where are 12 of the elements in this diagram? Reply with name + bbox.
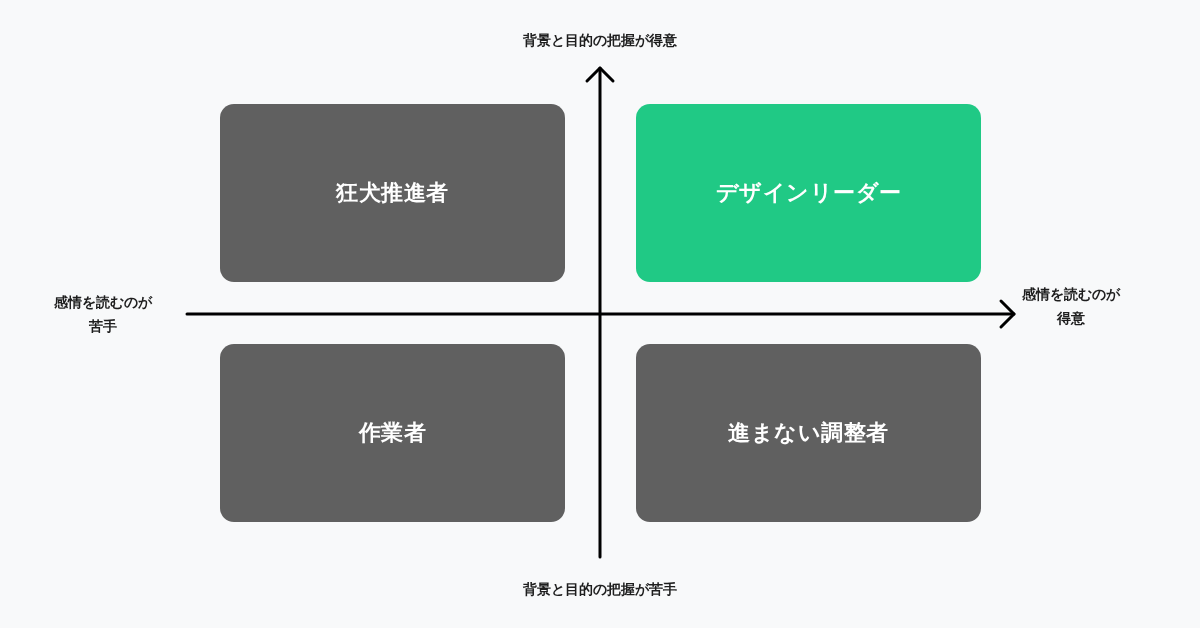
quadrant-box [220,344,565,522]
axis-label: 背景と目的の把握が得意 [522,31,678,50]
quadrant-label: 進まない調整者 [728,419,889,447]
quadrant-box [220,104,565,282]
axis-label: 背景と目的の把握が苦手 [522,580,678,599]
quadrant-label: デザインリーダー [715,179,902,207]
quadrant-box [636,104,981,282]
quadrant-label: 狂犬推進者 [336,179,449,207]
quadrant-label: 作業者 [358,419,427,447]
quadrant-box [636,344,981,522]
axis-label: 感情を読むのが苦手 [53,293,154,336]
axis-label: 感情を読むのが得意 [1021,285,1122,328]
